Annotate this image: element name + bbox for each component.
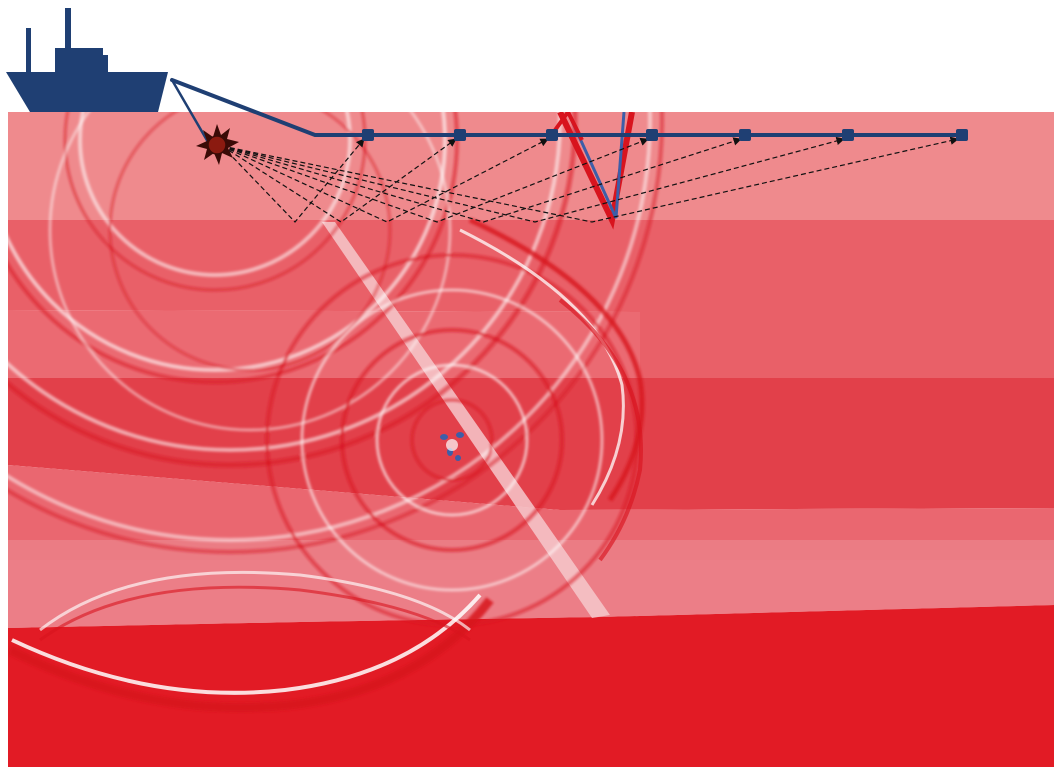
- wavefront-ring: [8, 112, 578, 468]
- layer-5: [8, 465, 1054, 540]
- diffraction-ring: [375, 363, 529, 517]
- source-tow-line: [170, 78, 210, 144]
- wavefront-ring: [8, 112, 447, 372]
- receiver-icon: [546, 129, 558, 141]
- layer-6-lower-band: [8, 560, 1054, 628]
- reflection-arc: [39, 570, 471, 632]
- fault-band: [322, 222, 610, 618]
- layer-2: [8, 220, 1054, 378]
- direct-wave-red: [557, 112, 635, 230]
- ray-path: [221, 137, 649, 223]
- wavefront-ring: [8, 112, 664, 554]
- ray-path: [221, 136, 845, 223]
- diffractor-point: [440, 432, 464, 461]
- reflection-arc: [39, 585, 471, 642]
- diffraction-ring: [410, 398, 494, 482]
- receiver-icon: [956, 129, 968, 141]
- vessel-icon: [6, 8, 168, 112]
- subsurface-layers: [8, 112, 1054, 767]
- receiver-icon: [739, 129, 751, 141]
- source-icon: [196, 124, 239, 165]
- ray-path: [221, 136, 959, 223]
- wavefront-ring: [108, 112, 392, 372]
- reflection-arc: [8, 597, 494, 713]
- diffraction-ring: [300, 288, 604, 592]
- wavefront-ring: [8, 112, 652, 542]
- layer-7: [8, 605, 1054, 767]
- ray-path: [221, 137, 742, 223]
- ray-path: [221, 138, 457, 223]
- reflection-arc: [459, 228, 625, 506]
- direct-wave-blue: [566, 112, 626, 219]
- layer-1: [8, 112, 1054, 220]
- reflection-arc: [468, 217, 645, 502]
- receiver-icon: [842, 129, 854, 141]
- receiver-icon: [362, 129, 374, 141]
- ray-paths: [221, 136, 959, 223]
- wavefield-snapshot: [8, 112, 664, 713]
- receiver-icon: [646, 129, 658, 141]
- diffraction-ring: [340, 328, 564, 552]
- ray-path: [221, 138, 365, 223]
- receiver-array: [362, 129, 968, 141]
- reflection-arc: [11, 593, 482, 695]
- receiver-icon: [454, 129, 466, 141]
- wavefront-ring: [48, 112, 452, 432]
- ray-path: [221, 138, 549, 223]
- wavefront-ring: [78, 112, 352, 277]
- reflection-arc: [558, 298, 643, 562]
